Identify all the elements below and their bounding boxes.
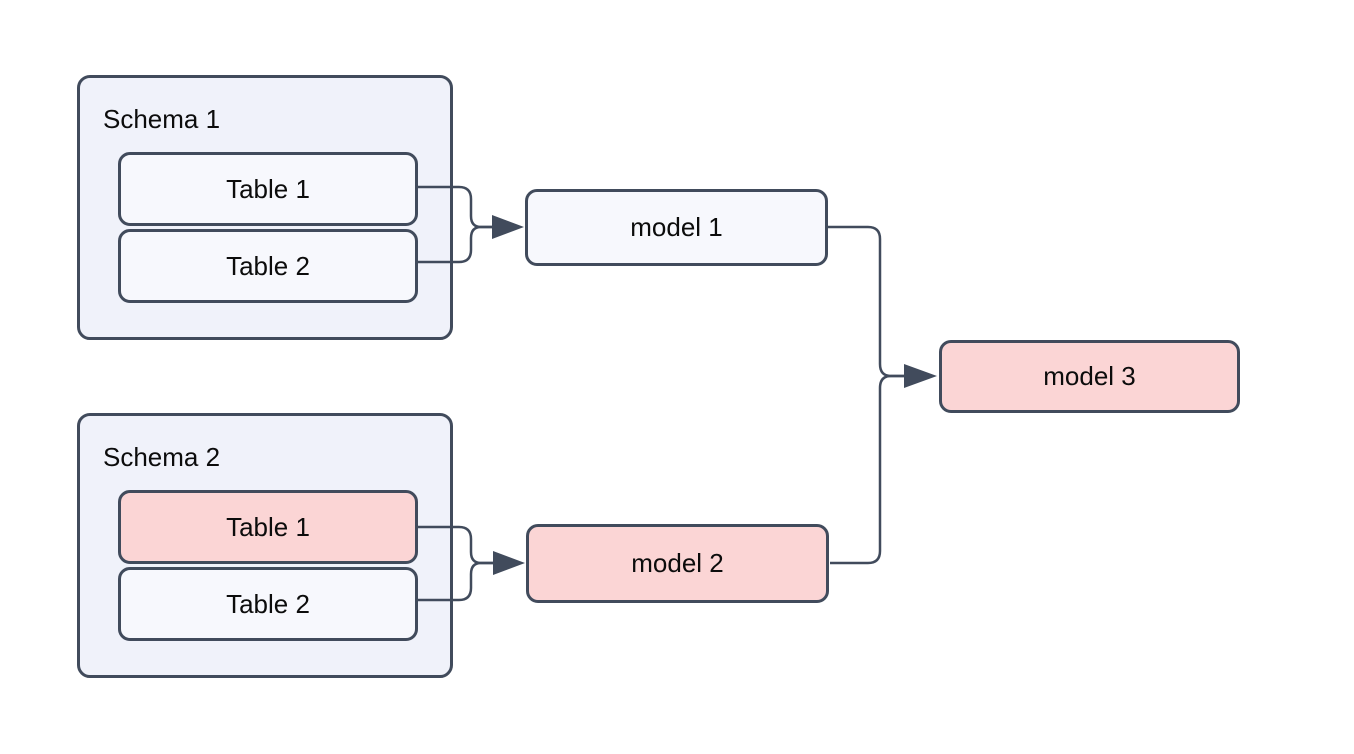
node-label: model 2 — [631, 548, 724, 578]
arrowhead-model1 — [492, 215, 524, 239]
edge-model2-model3 — [830, 374, 904, 565]
arrowhead-model2 — [493, 551, 525, 575]
node-label: Table 2 — [226, 588, 310, 619]
node-label: model 1 — [630, 212, 723, 242]
node-model-1: model 1 — [525, 189, 828, 266]
cluster-schema-2: Schema 2 Table 1 Table 2 — [77, 413, 453, 678]
edge-model1-model3 — [828, 225, 904, 378]
node-schema1-table2: Table 2 — [118, 229, 418, 303]
node-label: Table 1 — [226, 511, 310, 542]
cluster-schema-1: Schema 1 Table 1 Table 2 — [77, 75, 453, 340]
node-schema2-table2: Table 2 — [118, 567, 418, 641]
cluster-schema-2-title: Schema 2 — [103, 442, 221, 472]
cluster-schema-1-title: Schema 1 — [103, 104, 221, 134]
node-schema2-table1: Table 1 — [118, 490, 418, 564]
node-label: Table 2 — [226, 250, 310, 281]
node-label: Table 1 — [226, 173, 310, 204]
node-model-3: model 3 — [939, 340, 1240, 413]
node-label: model 3 — [1043, 361, 1136, 391]
node-model-2: model 2 — [526, 524, 829, 603]
arrowhead-model3 — [904, 364, 937, 388]
node-schema1-table1: Table 1 — [118, 152, 418, 226]
